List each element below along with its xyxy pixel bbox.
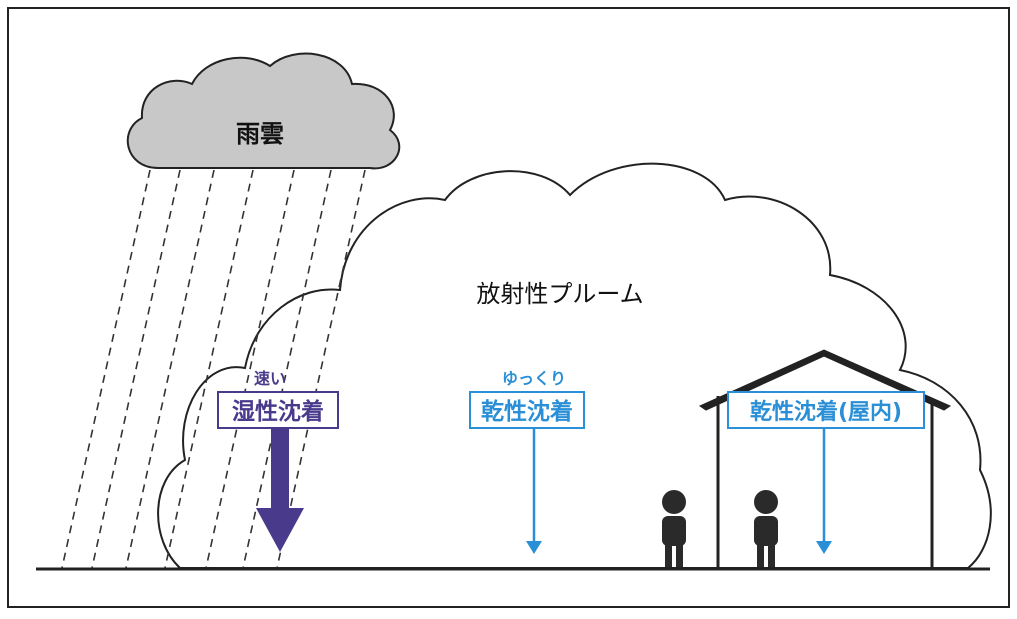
indoor-deposition-label: 乾性沈着(屋内) xyxy=(750,399,902,425)
plume-label: 放射性プルーム xyxy=(476,280,643,308)
radioactive-plume-cloud xyxy=(157,162,992,569)
rain-streak xyxy=(164,169,254,569)
wet-deposition-label: 湿性沈着 xyxy=(232,398,324,425)
rain-streak xyxy=(276,169,366,569)
dry-deposition-arrow xyxy=(526,428,542,554)
indoor-deposition-arrow xyxy=(816,428,832,554)
rain-cloud-label: 雨雲 xyxy=(236,120,284,148)
dry-deposition-box xyxy=(469,391,585,429)
dry-deposition-label: 乾性沈着 xyxy=(481,398,573,425)
wet-speed-label: 速い xyxy=(254,369,286,388)
person-outdoor-icon xyxy=(662,490,686,567)
person-indoor-icon xyxy=(754,490,778,567)
rain-cloud xyxy=(126,52,401,170)
wet-deposition-box xyxy=(217,391,339,429)
wet-deposition-arrow xyxy=(256,428,304,552)
house xyxy=(698,349,952,568)
house-roof xyxy=(698,349,952,411)
dry-speed-label: ゆっくり xyxy=(502,369,566,388)
rain-streak xyxy=(205,169,295,569)
rain-streak xyxy=(242,169,332,569)
rain-streak xyxy=(61,169,151,569)
rain-streak xyxy=(91,169,181,569)
indoor-deposition-box xyxy=(727,391,925,429)
rain-streaks xyxy=(61,169,366,569)
rain-streak xyxy=(125,169,215,569)
